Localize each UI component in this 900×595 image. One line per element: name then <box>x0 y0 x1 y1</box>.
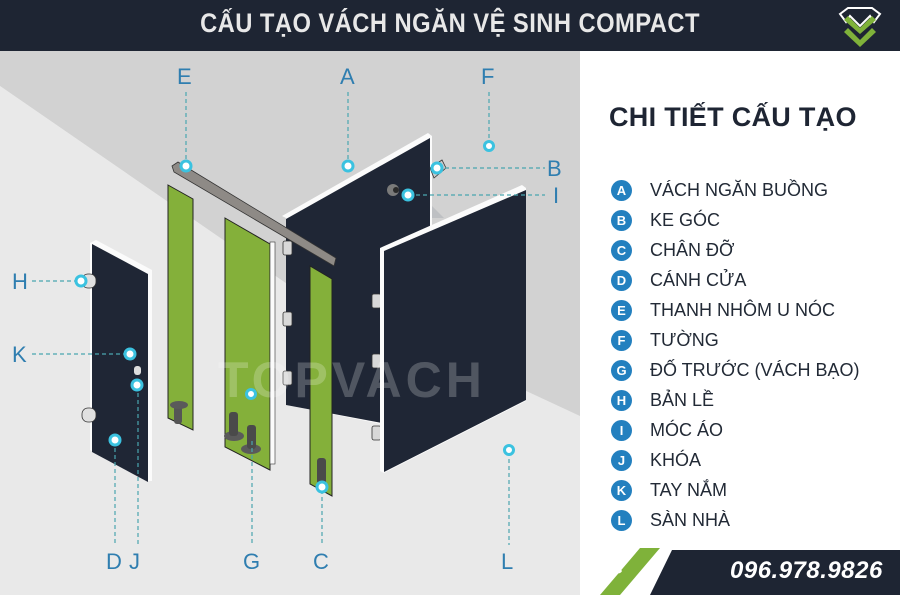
callout-k: K <box>12 342 27 367</box>
phone-icon <box>603 549 629 574</box>
exploded-diagram: TOPVACH E A F B I H K D J G C L <box>0 51 580 595</box>
legend-item-g: G ĐỐ TRƯỚC (VÁCH BẠO) <box>611 355 860 385</box>
hotline-bar-shape <box>600 548 900 595</box>
legend-badge: I <box>611 419 632 441</box>
callout-j: J <box>129 549 140 574</box>
callout-f: F <box>481 64 495 89</box>
legend-badge: C <box>611 239 632 261</box>
callout-h: H <box>12 269 28 294</box>
legend-label: SÀN NHÀ <box>650 509 731 530</box>
legend-label: BẢN LỀ <box>650 389 715 410</box>
legend-badge: J <box>611 449 632 471</box>
legend-label: KE GÓC <box>650 209 721 230</box>
legend-item-l: L SÀN NHÀ <box>611 505 860 535</box>
phone-number[interactable]: 096.978.9826 <box>730 557 883 584</box>
legend-badge: D <box>611 269 632 291</box>
hotline-bar[interactable]: 096.978.9826 <box>600 548 900 595</box>
legend-badge: E <box>611 299 632 321</box>
legend-list: A VÁCH NGĂN BUỒNG B KE GÓC C CHÂN ĐỠ D C… <box>611 175 860 535</box>
legend-label: VÁCH NGĂN BUỒNG <box>650 179 829 200</box>
legend-item-c: C CHÂN ĐỠ <box>611 235 860 265</box>
legend-item-k: K TAY NẮM <box>611 475 860 505</box>
callout-g: G <box>243 549 261 574</box>
legend-badge: B <box>611 209 632 231</box>
legend-label: TƯỜNG <box>650 329 719 350</box>
callout-c: C <box>313 549 329 574</box>
legend-badge: L <box>611 509 632 531</box>
detail-panel: CHI TIẾT CẤU TẠO A VÁCH NGĂN BUỒNG B KE … <box>580 51 900 595</box>
legend-badge: A <box>611 179 632 201</box>
header-bar: CẤU TẠO VÁCH NGĂN VỆ SINH COMPACT <box>0 0 900 51</box>
legend-item-j: J KHÓA <box>611 445 860 475</box>
legend-item-b: B KE GÓC <box>611 205 860 235</box>
callout-i: I <box>553 183 560 208</box>
legend-label: ĐỐ TRƯỚC (VÁCH BẠO) <box>650 359 860 380</box>
legend-label: CÁNH CỬA <box>650 269 747 290</box>
legend-label: TAY NẮM <box>650 479 728 500</box>
legend-item-f: F TƯỜNG <box>611 325 860 355</box>
topvach-logo-icon <box>838 7 882 47</box>
legend-badge: F <box>611 329 632 351</box>
legend-label: CHÂN ĐỠ <box>650 239 735 260</box>
callout-a: A <box>340 64 355 89</box>
legend-badge: G <box>611 359 632 381</box>
legend-item-h: H BẢN LỀ <box>611 385 860 415</box>
legend-badge: K <box>611 479 632 501</box>
legend-label: MÓC ÁO <box>650 419 724 440</box>
watermark-text: TOPVACH <box>218 352 486 408</box>
legend-item-e: E THANH NHÔM U NÓC <box>611 295 860 325</box>
partition-illustration: TOPVACH <box>0 51 580 545</box>
legend-label: THANH NHÔM U NÓC <box>650 299 835 320</box>
callout-l: L <box>501 549 514 574</box>
legend-label: KHÓA <box>650 449 702 470</box>
callout-e: E <box>177 64 192 89</box>
legend-badge: H <box>611 389 632 411</box>
panel-title: CHI TIẾT CẤU TẠO <box>609 102 857 132</box>
legend-item-d: D CÁNH CỬA <box>611 265 860 295</box>
page-title: CẤU TẠO VÁCH NGĂN VỆ SINH COMPACT <box>200 8 700 38</box>
callout-b: B <box>547 156 562 181</box>
callout-d: D <box>106 549 122 574</box>
legend-item-a: A VÁCH NGĂN BUỒNG <box>611 175 860 205</box>
legend-item-i: I MÓC ÁO <box>611 415 860 445</box>
